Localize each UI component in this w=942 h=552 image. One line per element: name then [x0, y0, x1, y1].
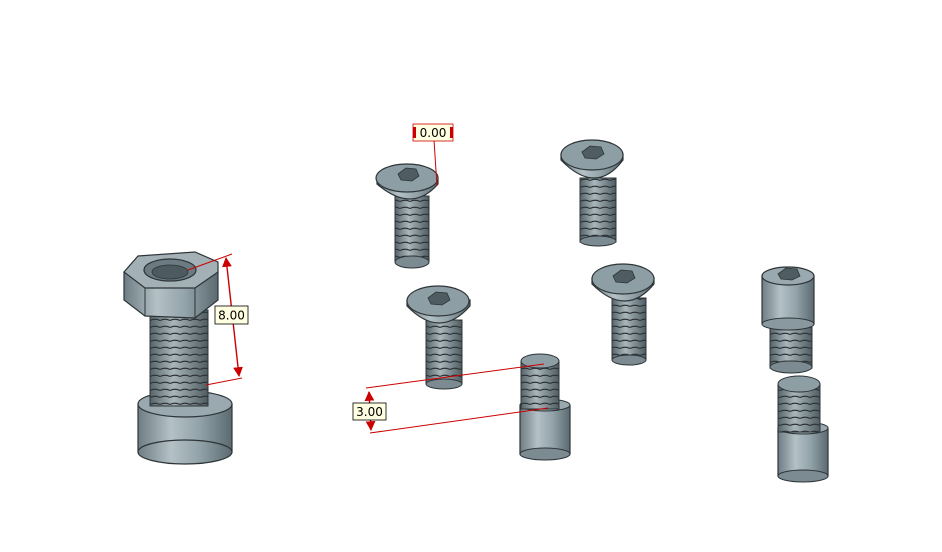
- dimension-0-00[interactable]: 0.00: [412, 123, 454, 187]
- bolt-head: [137, 390, 233, 465]
- bolt-thread: [149, 309, 209, 407]
- socket-screw-2[interactable]: [560, 139, 624, 247]
- socket-screw-3[interactable]: [406, 285, 471, 390]
- bolt-nut-assembly[interactable]: 8.00: [123, 251, 249, 465]
- set-screw-2[interactable]: [777, 375, 829, 483]
- dimension-3-00[interactable]: 3.00: [352, 363, 549, 434]
- dimension-label-left: 8.00: [218, 309, 245, 323]
- socket-screw-1[interactable]: [375, 163, 439, 269]
- set-screw-1[interactable]: [519, 353, 571, 461]
- dimension-label-middle: 3.00: [356, 405, 383, 419]
- socket-screw-4[interactable]: [591, 263, 655, 366]
- dimension-label-top: 0.00: [420, 126, 447, 140]
- socket-cap-screw-upper[interactable]: [761, 266, 815, 374]
- hex-nut: [123, 251, 219, 319]
- dimension-8-00[interactable]: 8.00: [187, 253, 249, 386]
